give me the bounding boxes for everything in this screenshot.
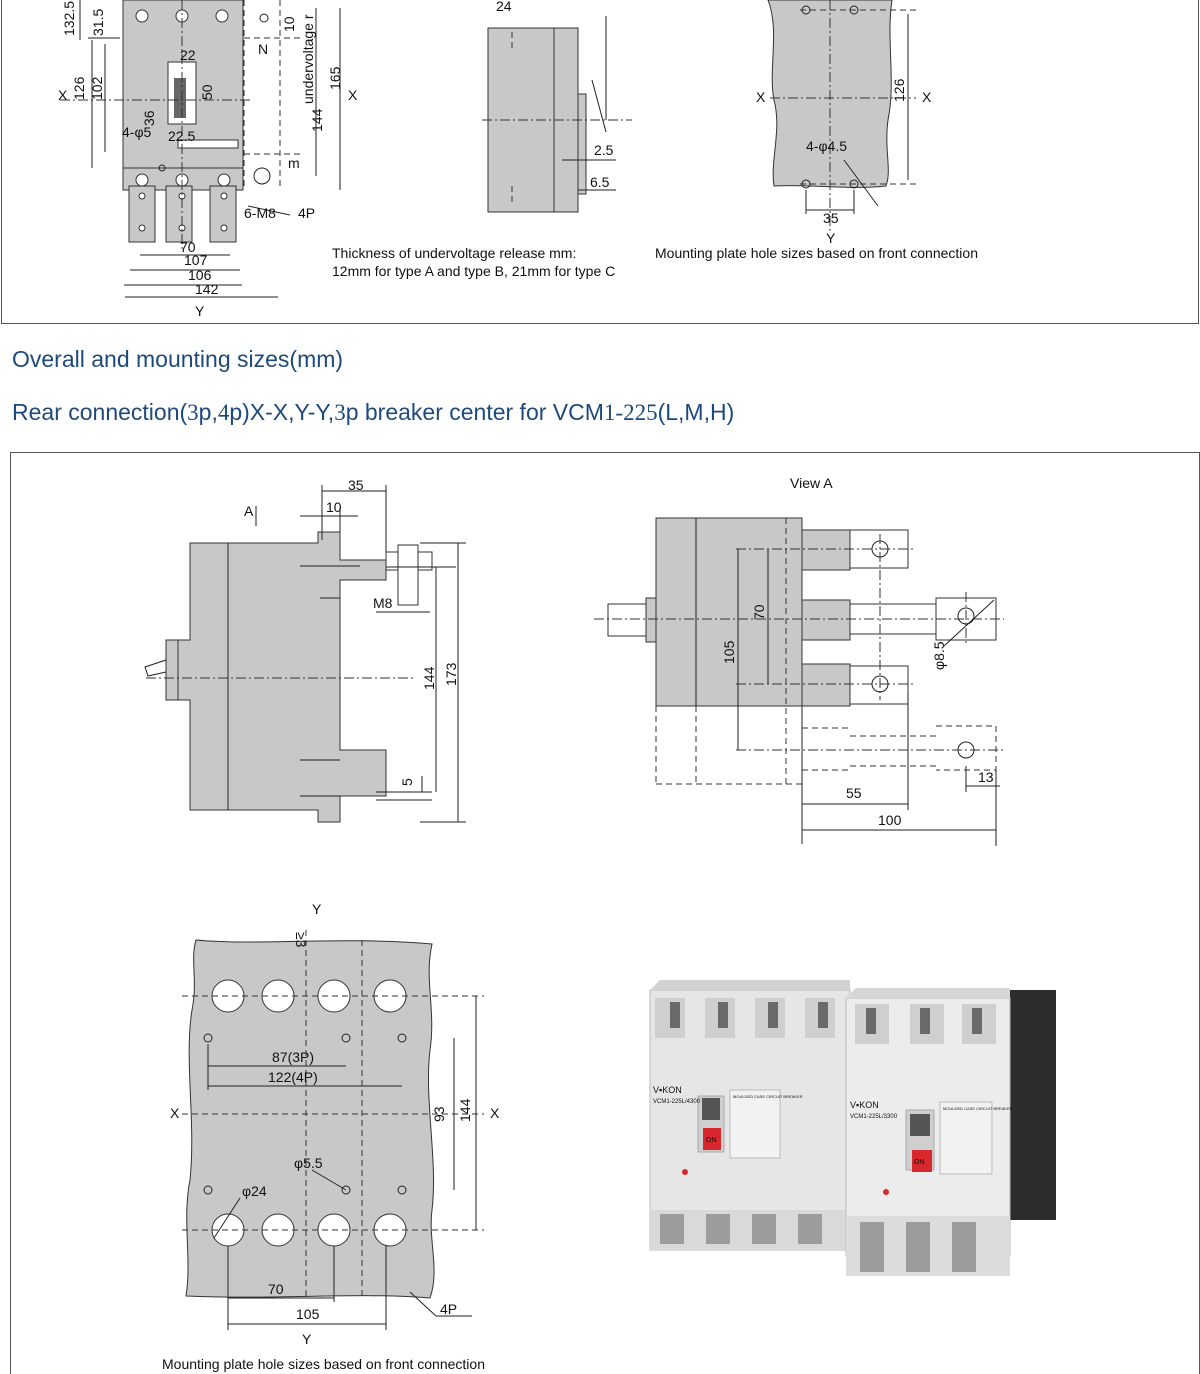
dim-144-side: 144 bbox=[421, 666, 437, 690]
bottom-mounting-plate-drawing bbox=[182, 930, 484, 1330]
heading-rear-3p: 3 bbox=[187, 400, 199, 425]
label-4p-top: 4P bbox=[298, 205, 315, 221]
undervoltage-note-line2: 12mm for type A and type B, 21mm for typ… bbox=[332, 263, 615, 279]
dim-13: 13 bbox=[978, 769, 994, 785]
plate-caption-bottom: Mounting plate hole sizes based on front… bbox=[162, 1356, 485, 1372]
dim-100: 100 bbox=[878, 812, 902, 828]
label-m: m bbox=[288, 155, 300, 171]
label-x-plate-left: X bbox=[756, 89, 766, 105]
dim-173-side: 173 bbox=[443, 662, 459, 686]
label-x-plate-bottom-right: X bbox=[490, 1105, 500, 1121]
dim-70-plate: 70 bbox=[268, 1281, 284, 1297]
dim-55: 55 bbox=[846, 785, 862, 801]
model-label-3p: VCM1-225L/3300 bbox=[850, 1114, 898, 1120]
label-a: A bbox=[244, 503, 254, 519]
dim-4-phi-5: 4-φ5 bbox=[122, 124, 152, 140]
dim-50: 50 bbox=[199, 84, 215, 100]
dim-70: 70 bbox=[180, 239, 196, 255]
view-a-drawing bbox=[594, 517, 1004, 846]
heading-rear-mid: p)X-X,Y-Y, bbox=[229, 399, 335, 425]
breaker-product-photo: ON V▪KON VCM1-225L/4300 MOULDED CASE CIR… bbox=[649, 980, 1056, 1276]
dim-22-5: 22.5 bbox=[168, 128, 195, 144]
top-drawing-panel bbox=[1, 0, 1199, 324]
dim-24: 24 bbox=[496, 0, 512, 14]
dim-10-side: 10 bbox=[326, 499, 342, 515]
plate-caption-top: Mounting plate hole sizes based on front… bbox=[655, 245, 978, 261]
heading-rear-p1: p, bbox=[198, 399, 218, 425]
label-y-plate-top: Y bbox=[312, 901, 322, 917]
heading-rear-connection: Rear connection(3p,4p)X-X,Y-Y,3p breaker… bbox=[12, 399, 734, 426]
label-x-plate-bottom-left: X bbox=[170, 1105, 180, 1121]
label-y-plate-bottom: Y bbox=[302, 1331, 312, 1347]
heading-rear-prefix: Rear connection( bbox=[12, 399, 188, 425]
dim-gap-3: ≥3 bbox=[293, 932, 309, 948]
view-a-title: View A bbox=[790, 475, 833, 491]
label-y-plate: Y bbox=[826, 230, 836, 246]
dim-6-m8: 6-M8 bbox=[244, 205, 276, 221]
title-label-4p: MOULDED CASE CIRCUIT BREAKER bbox=[733, 1094, 803, 1099]
heading-rear-model-num: 1-225 bbox=[603, 400, 658, 425]
dim-126: 126 bbox=[71, 76, 87, 100]
dim-22: 22 bbox=[180, 47, 196, 63]
dim-phi-8-5: φ8.5 bbox=[931, 641, 947, 670]
dim-phi-5-5: φ5.5 bbox=[294, 1155, 323, 1171]
dim-2-5: 2.5 bbox=[594, 142, 614, 158]
on-label-4p: ON bbox=[706, 1137, 717, 1144]
model-label-4p: VCM1-225L/4300 bbox=[653, 1099, 701, 1105]
label-x-plate-right: X bbox=[922, 89, 932, 105]
dim-102: 102 bbox=[89, 76, 105, 100]
dim-142: 142 bbox=[195, 281, 219, 297]
title-label-3p: MOULDED CASE CIRCUIT BREAKER bbox=[943, 1106, 1013, 1111]
dim-105-view-a: 105 bbox=[721, 640, 737, 664]
dim-144-plate: 144 bbox=[457, 1098, 473, 1122]
heading-rear-3p-center: 3 bbox=[334, 400, 346, 425]
on-label-3p: ON bbox=[914, 1159, 925, 1166]
dim-35-side: 35 bbox=[348, 477, 364, 493]
rear-side-view-drawing bbox=[144, 485, 466, 823]
side-view-top-drawing bbox=[482, 16, 632, 213]
heading-rear-suffix: (L,M,H) bbox=[657, 399, 735, 425]
dim-5-side: 5 bbox=[399, 778, 415, 786]
dim-6-5: 6.5 bbox=[590, 174, 610, 190]
top-mounting-plate-drawing bbox=[767, 0, 916, 234]
label-undervoltage: undervoltage r bbox=[300, 14, 316, 104]
top-drawings: 132.5 31.5 10 126 102 22 50 36 4-φ5 22.5… bbox=[58, 0, 978, 319]
dim-144: 144 bbox=[309, 108, 325, 132]
brand-label-4p: V▪KON bbox=[653, 1085, 682, 1095]
dim-87-3p: 87(3P) bbox=[272, 1049, 314, 1065]
label-4p-plate: 4P bbox=[440, 1301, 457, 1317]
dim-122-4p: 122(4P) bbox=[268, 1069, 318, 1085]
dim-70-view-a: 70 bbox=[751, 604, 767, 620]
heading-rear-tail: p breaker center for VCM bbox=[345, 399, 604, 425]
label-x-right: X bbox=[348, 87, 358, 103]
label-m8: M8 bbox=[373, 595, 393, 611]
dim-36: 36 bbox=[141, 110, 157, 126]
dim-31-5: 31.5 bbox=[90, 9, 106, 36]
dim-165: 165 bbox=[327, 66, 343, 90]
undervoltage-note-line1: Thickness of undervoltage release mm: bbox=[332, 245, 576, 261]
label-n: N bbox=[258, 41, 268, 57]
dim-107: 107 bbox=[184, 252, 208, 268]
label-y-bottom: Y bbox=[195, 303, 205, 319]
dim-126-plate: 126 bbox=[891, 78, 907, 102]
dim-4-phi-4-5: 4-φ4.5 bbox=[806, 138, 847, 154]
dim-132-5: 132.5 bbox=[61, 1, 77, 36]
dim-93: 93 bbox=[431, 1106, 447, 1122]
dim-10: 10 bbox=[281, 16, 297, 32]
dim-phi-24: φ24 bbox=[242, 1183, 267, 1199]
label-x-left: X bbox=[58, 87, 68, 103]
brand-label-3p: V▪KON bbox=[850, 1100, 879, 1110]
dim-106: 106 bbox=[188, 267, 212, 283]
heading-overall-sizes: Overall and mounting sizes(mm) bbox=[12, 346, 344, 372]
heading-rear-4p: 4 bbox=[217, 400, 230, 425]
front-view-drawing bbox=[60, 0, 341, 298]
dim-105-plate: 105 bbox=[296, 1306, 320, 1322]
dim-35-plate: 35 bbox=[823, 210, 839, 226]
